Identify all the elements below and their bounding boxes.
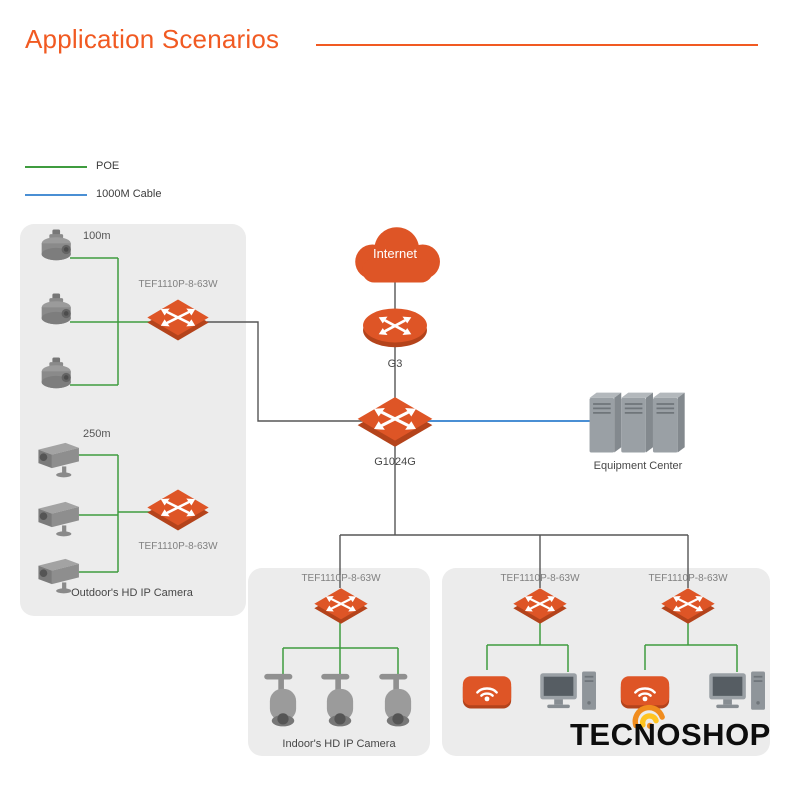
outdoor-box-camera-1 — [30, 436, 84, 480]
outdoor-poe-switch-bottom — [146, 487, 210, 533]
office-poe-switch-a — [511, 586, 569, 626]
outdoor-switch-top-label: TEF1110P-8-63W — [138, 279, 218, 290]
core-switch-label: G1024G — [374, 456, 416, 468]
equipment-center-label: Equipment Center — [593, 460, 683, 472]
office-switch-a-label: TEF1110P-8-63W — [500, 573, 580, 584]
computer-b — [707, 668, 769, 722]
outdoor-box-camera-2 — [30, 495, 84, 539]
outdoor-ptz-camera-2 — [33, 292, 81, 338]
indoor-caption: Indoor's HD IP Camera — [282, 738, 396, 750]
outdoor-switch-bottom-label: TEF1110P-8-63W — [138, 541, 218, 552]
router-g3-label: G3 — [387, 358, 403, 370]
tecnoshop-watermark: TECNOSHOP — [570, 717, 771, 752]
access-point-a — [458, 668, 516, 712]
router-g3-icon — [361, 305, 429, 350]
computer-a — [538, 668, 600, 722]
indoor-switch-label: TEF1110P-8-63W — [301, 573, 381, 584]
legend-poe-label: POE — [96, 160, 120, 172]
indoor-poe-switch — [312, 586, 370, 626]
title-rule — [316, 44, 758, 46]
office-wireless-panel — [442, 568, 770, 756]
legend-cable-label: 1000M Cable — [96, 188, 162, 200]
outdoor-ptz-camera-3 — [33, 356, 81, 402]
distance-250m-label: 250m — [83, 428, 111, 440]
page-title: Application Scenarios — [25, 24, 280, 54]
indoor-dome-camera-1 — [262, 672, 304, 732]
internet-label: Internet — [372, 246, 418, 261]
outdoor-ptz-camera-1 — [33, 228, 81, 274]
legend-cable-line — [25, 194, 87, 196]
core-switch-g1024g-icon — [352, 394, 438, 450]
outdoor-camera-panel — [20, 224, 246, 616]
office-switch-b-label: TEF1110P-8-63W — [648, 573, 728, 584]
outdoor-caption: Outdoor's HD IP Camera — [71, 587, 193, 599]
distance-100m-label: 100m — [83, 230, 111, 242]
legend-poe-line — [25, 166, 87, 168]
indoor-dome-camera-2 — [319, 672, 361, 732]
indoor-dome-camera-3 — [377, 672, 419, 732]
office-poe-switch-b — [659, 586, 717, 626]
equipment-center-servers — [586, 382, 690, 456]
outdoor-poe-switch-top — [146, 297, 210, 343]
poe-lines — [70, 257, 738, 674]
